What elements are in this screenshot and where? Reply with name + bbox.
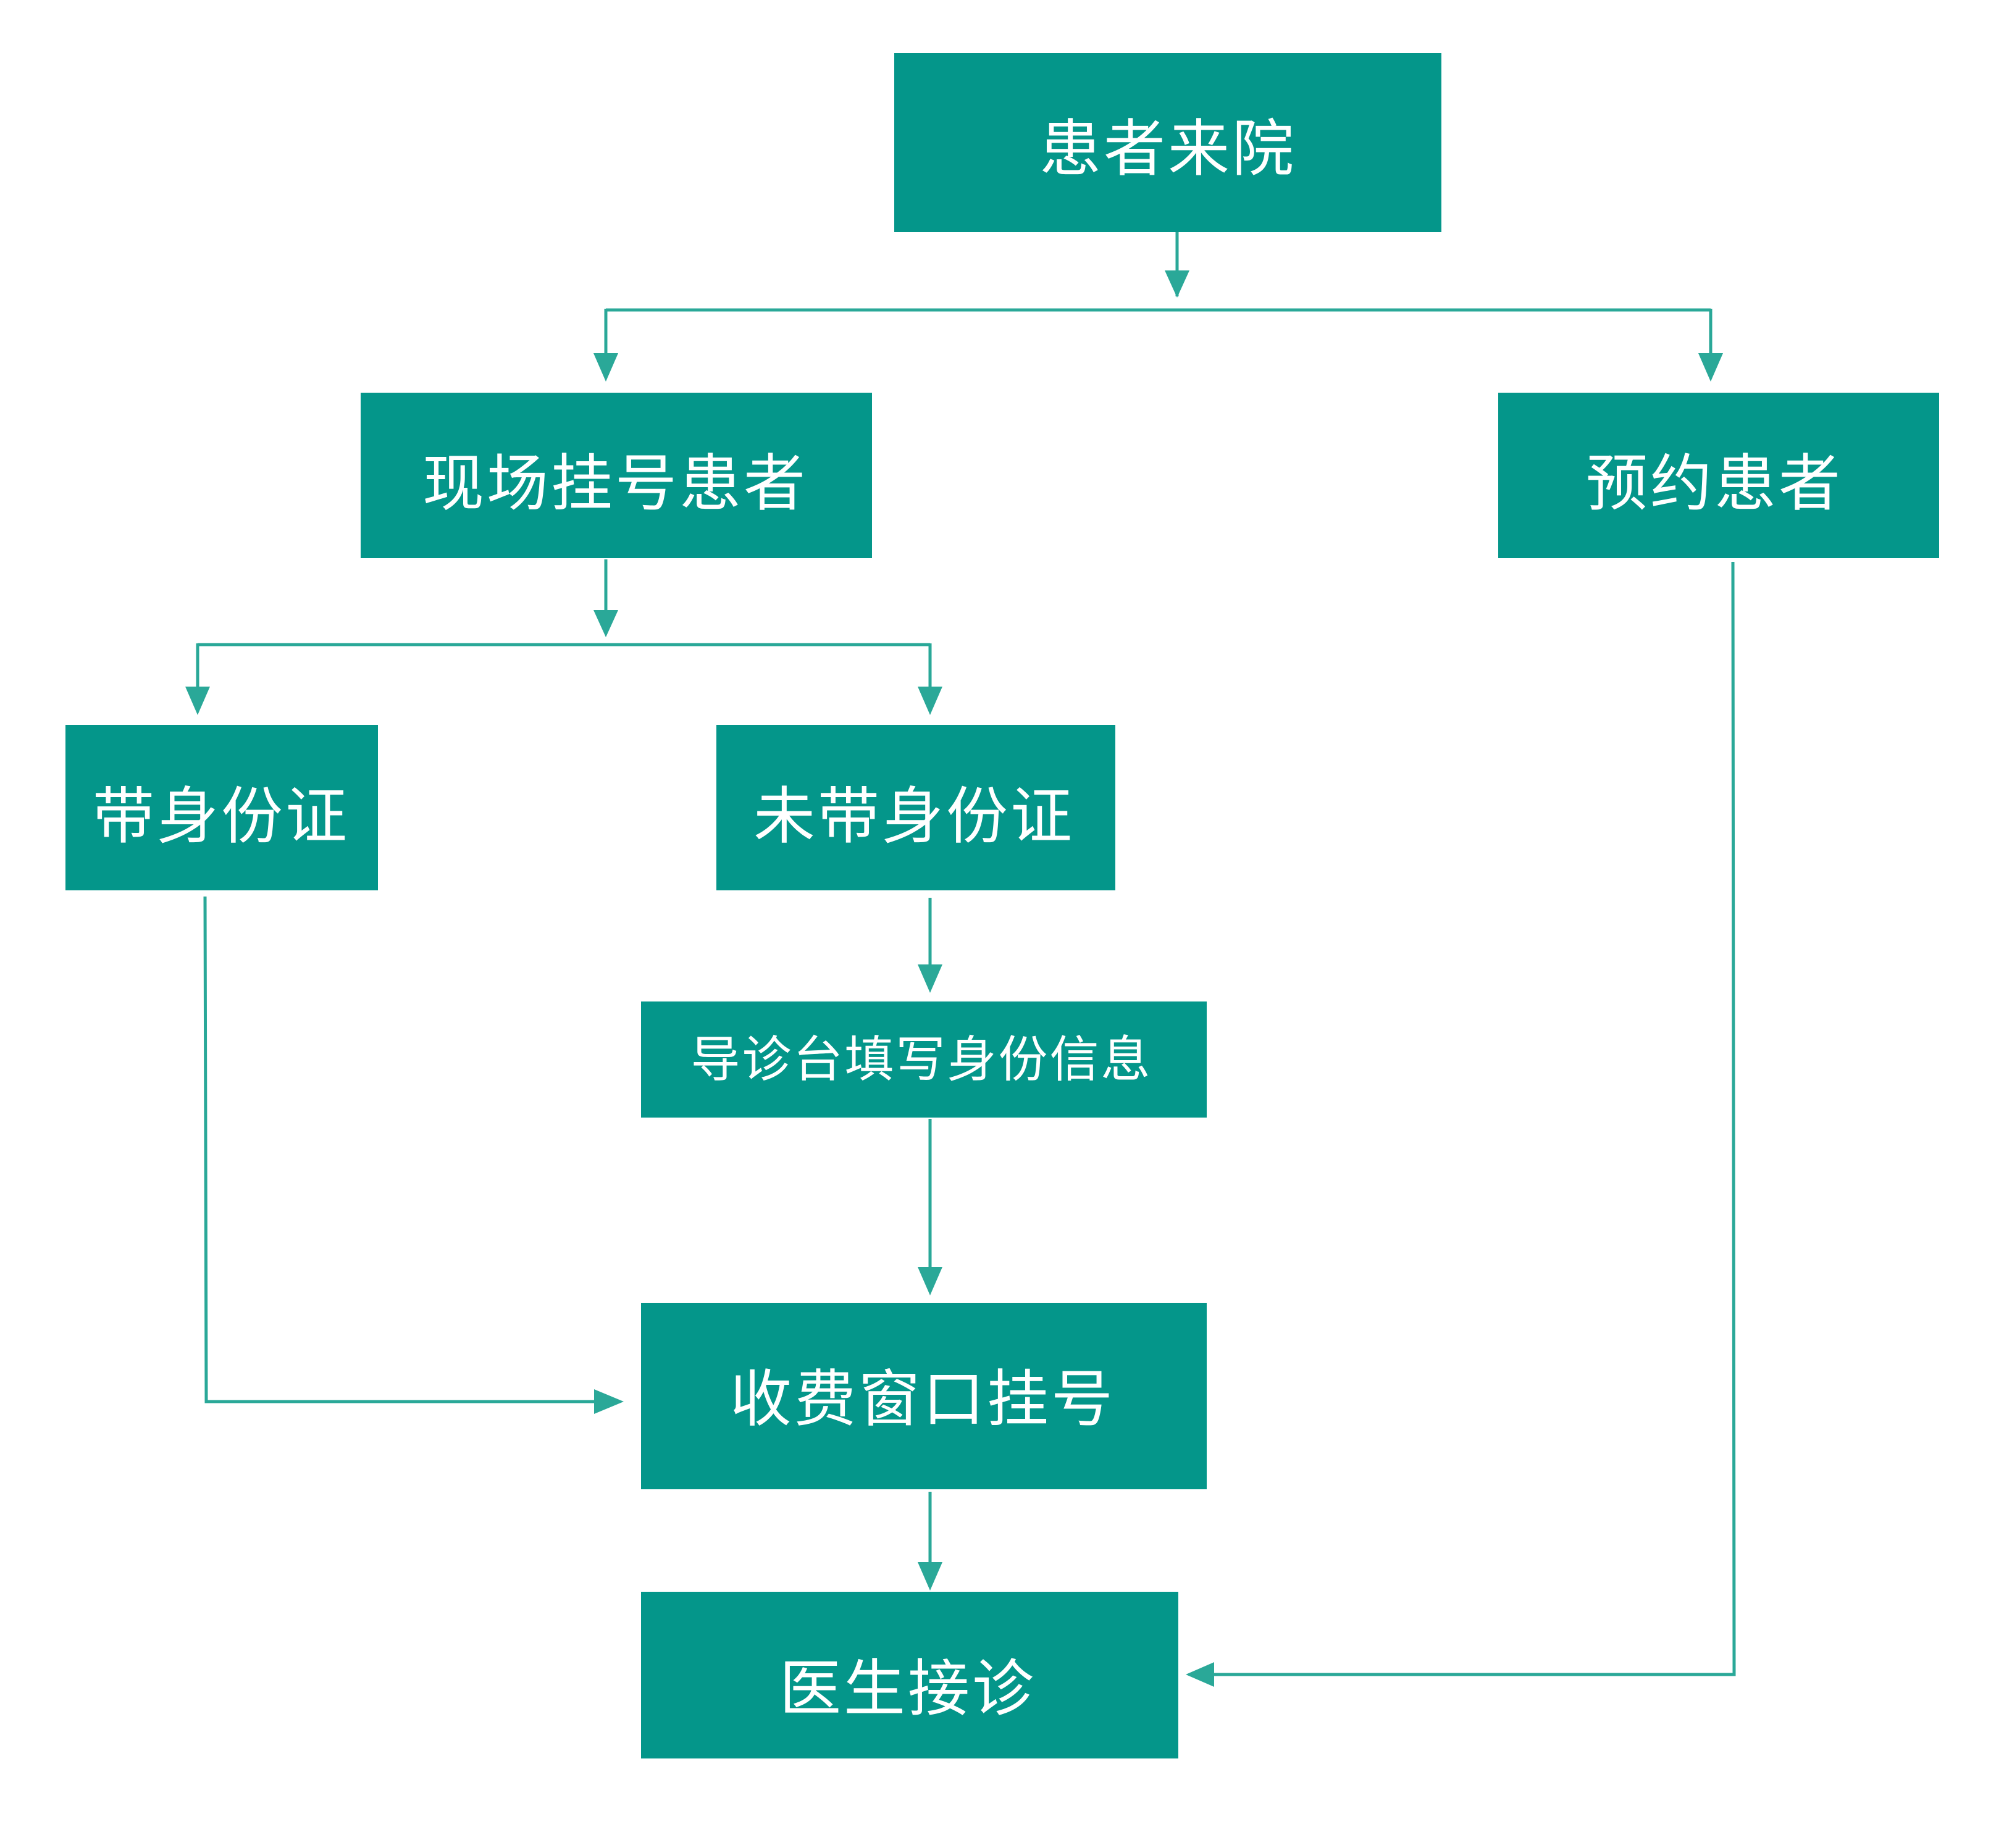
node-fill-info: 导诊台填写身份信息 bbox=[641, 1001, 1207, 1118]
arrowhead-to-with-id bbox=[185, 687, 210, 715]
node-consult: 医生接诊 bbox=[641, 1592, 1178, 1758]
edge-with-id-to-register bbox=[203, 896, 611, 1403]
arrowhead-to-fill-info bbox=[918, 964, 942, 993]
arrowhead-arrival-down bbox=[1165, 270, 1189, 298]
node-with-id-label: 带身份证 bbox=[93, 780, 350, 853]
node-register: 收费窗口挂号 bbox=[641, 1303, 1207, 1489]
node-arrival-label: 患者来院 bbox=[1039, 113, 1296, 185]
node-walk-in: 现场挂号患者 bbox=[361, 393, 872, 558]
node-consult-label: 医生接诊 bbox=[779, 1653, 1036, 1725]
arrowhead-register-to-consult bbox=[918, 1562, 942, 1591]
node-arrival: 患者来院 bbox=[894, 53, 1441, 232]
arrowhead-appointment-to-consult bbox=[1186, 1662, 1214, 1687]
node-appointment-label: 预约患者 bbox=[1586, 448, 1843, 520]
arrowhead-to-appointment bbox=[1698, 353, 1723, 382]
arrowhead-to-without-id bbox=[918, 687, 942, 715]
node-fill-info-label: 导诊台填写身份信息 bbox=[691, 1031, 1152, 1089]
node-without-id: 未带身份证 bbox=[716, 725, 1115, 890]
arrowhead-walk-in-down bbox=[593, 610, 618, 637]
node-with-id: 带身份证 bbox=[65, 725, 378, 890]
node-without-id-label: 未带身份证 bbox=[753, 780, 1075, 853]
arrowhead-to-walk-in bbox=[593, 353, 618, 382]
arrowhead-fill-info-to-register bbox=[918, 1267, 942, 1295]
edge-appointment-to-consult bbox=[1198, 561, 1736, 1676]
node-register-label: 收费窗口挂号 bbox=[730, 1363, 1115, 1436]
connectors bbox=[185, 232, 1736, 1687]
node-walk-in-label: 现场挂号患者 bbox=[422, 448, 808, 520]
arrowhead-with-id-to-register bbox=[594, 1389, 624, 1414]
node-appointment: 预约患者 bbox=[1498, 393, 1939, 558]
